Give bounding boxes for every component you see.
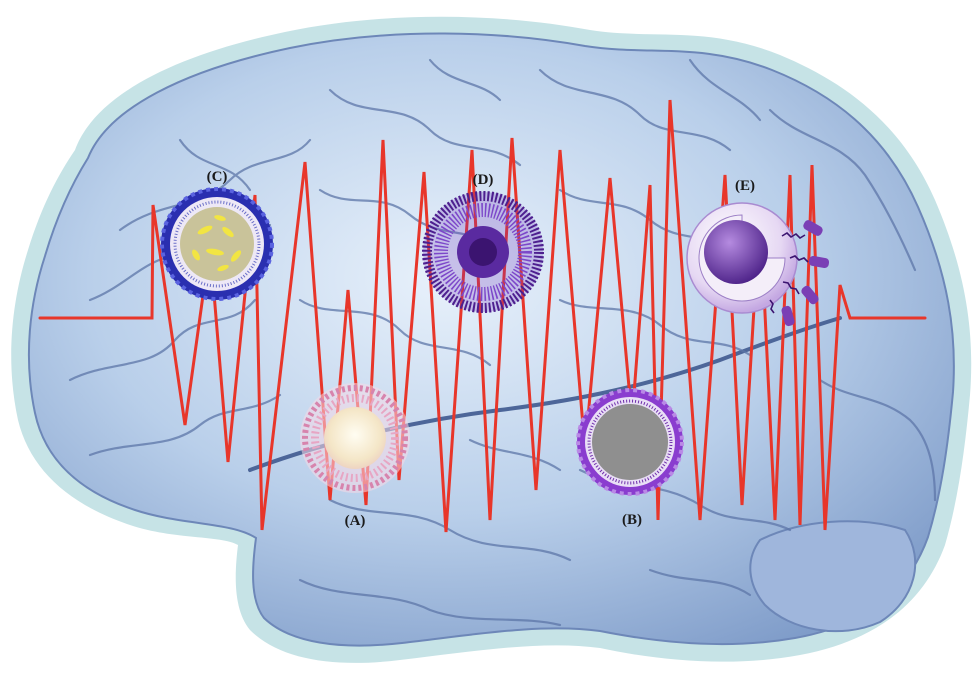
label-d: (D) (473, 172, 494, 188)
solid-lipid-nanoparticle-icon (577, 389, 683, 495)
brain-illustration (11, 17, 971, 663)
dendrimer-icon (423, 192, 543, 312)
liposome-icon (300, 383, 410, 493)
label-a: (A) (345, 513, 366, 529)
polymeric-micelle-icon (161, 188, 273, 300)
cerebellum (750, 521, 915, 631)
label-c: (C) (207, 169, 228, 185)
label-e: (E) (735, 178, 755, 194)
label-b: (B) (622, 512, 642, 528)
